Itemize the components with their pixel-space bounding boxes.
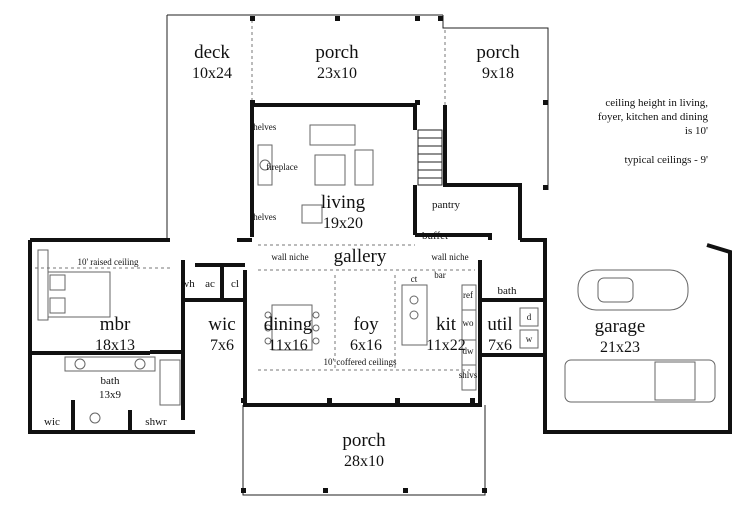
d-label: d	[527, 312, 532, 322]
coffered-note: 10' coffered ceilings	[324, 357, 397, 367]
porch-bottom-size: 28x10	[344, 453, 384, 470]
dining-table	[264, 304, 320, 351]
living-furniture	[257, 124, 374, 224]
util-size: 7x6	[488, 337, 512, 354]
notes: 10' raised ceiling wall niche wall niche…	[77, 97, 708, 367]
mbr-furniture	[37, 249, 111, 321]
foy-label: foy	[353, 314, 379, 335]
raised-ceiling-note: 10' raised ceiling	[77, 257, 139, 267]
util-label: util	[487, 314, 512, 335]
ceiling-note-line3: is 10'	[685, 125, 708, 137]
typical-ceiling-note: typical ceilings - 9'	[624, 154, 708, 166]
living-size: 19x20	[323, 215, 363, 232]
wall-niche-right-note: wall niche	[431, 252, 468, 262]
util-appliances	[519, 307, 539, 349]
shlvs-label: shlvs	[459, 370, 478, 380]
ct-label: ct	[411, 274, 418, 284]
fireplace-label: fireplace	[266, 162, 297, 172]
garage-vehicles	[564, 269, 716, 403]
bath-fixtures	[64, 356, 181, 424]
garage-size: 21x23	[600, 339, 640, 356]
w-label: w	[526, 334, 533, 344]
wic-mbr-size: 7x6	[210, 337, 234, 354]
fixture-labels: ref ct bar wo dw shlvs w d shelves shelv…	[250, 122, 533, 380]
dining-size: 11x16	[268, 337, 307, 354]
pantry-label: pantry	[432, 199, 461, 211]
living-label: living	[321, 192, 366, 213]
ref-label: ref	[463, 290, 473, 300]
mbr-label: mbr	[100, 314, 131, 335]
shwr-label: shwr	[145, 416, 167, 428]
wo-label: wo	[463, 318, 474, 328]
dining-label: dining	[264, 314, 313, 335]
porch-right-size: 9x18	[482, 65, 514, 82]
porch-bottom-label: porch	[342, 430, 386, 451]
ac-label: ac	[205, 278, 215, 290]
garage-label: garage	[595, 316, 646, 337]
kit-label: kit	[436, 314, 457, 335]
porch-outlines	[166, 14, 549, 496]
wh-label: wh	[181, 278, 195, 290]
porch-top-size: 23x10	[317, 65, 357, 82]
deck-size: 10x24	[192, 65, 232, 82]
bath-label: bath	[101, 375, 120, 387]
bath-size: 13x9	[99, 389, 122, 401]
bath-small-label: bath	[498, 285, 517, 297]
mbr-size: 18x13	[95, 337, 135, 354]
staircase	[417, 129, 443, 186]
ceiling-note-line1: ceiling height in living,	[605, 97, 708, 109]
walls	[28, 103, 732, 434]
cl-label: cl	[231, 278, 239, 290]
bar-label: bar	[434, 270, 446, 280]
kit-size: 11x22	[426, 337, 465, 354]
ceiling-note-line2: foyer, kitchen and dining	[598, 111, 709, 123]
buffet-label: buffet	[422, 230, 448, 242]
porch-right-label: porch	[476, 42, 520, 63]
porch-top-label: porch	[315, 42, 359, 63]
wic-small-label: wic	[44, 416, 60, 428]
dw-label: dw	[463, 346, 475, 356]
foy-size: 6x16	[350, 337, 382, 354]
shelves-top-label: shelves	[250, 122, 277, 132]
wall-niche-left-note: wall niche	[271, 252, 308, 262]
kitchen-island	[401, 284, 477, 391]
gallery-label: gallery	[334, 246, 387, 267]
room-labels: deck 10x24 porch 23x10 porch 9x18 living…	[44, 42, 645, 470]
deck-label: deck	[194, 42, 230, 63]
dashed-lines	[35, 244, 475, 371]
shelves-bottom-label: shelves	[250, 212, 277, 222]
wic-mbr-label: wic	[208, 314, 235, 335]
